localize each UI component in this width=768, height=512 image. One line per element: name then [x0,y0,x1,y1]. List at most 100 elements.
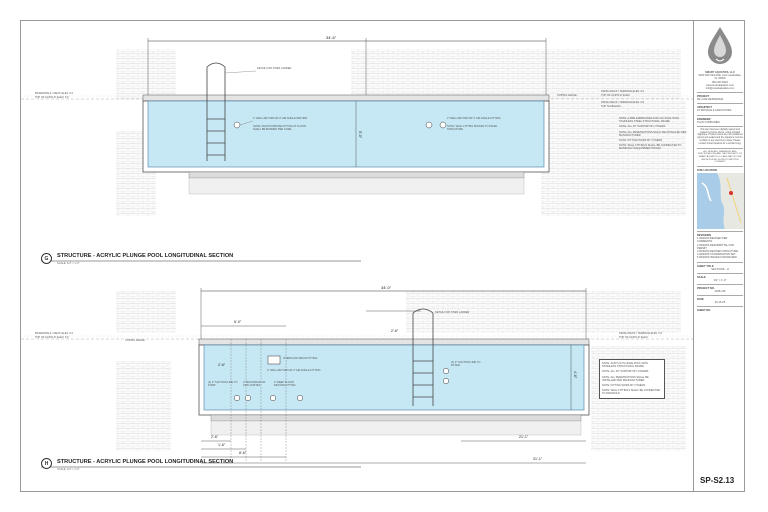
h-dim-4: 1'-6" [218,443,226,447]
project-label: PROJECT [697,95,710,99]
h-callout-1: 2" WALL RETURN W/ 3" AIR ANGLE FITTING [267,369,321,372]
h-callout-4: 2" DEEP FLOOR RETURN FITTING [274,381,296,388]
h-left-elev-1: BOARDWALK / DECK ELEV. 0.0 [35,332,74,335]
section-h-scale: SCALE: 1/4" = 1'-0" [57,468,80,471]
h-callout-5: (1) 2" SUCTION LINE TO FILTER [451,361,481,368]
engineer-label: ENGINEER [697,117,711,121]
h-dim-2: 2'-6" [218,363,226,367]
drawing-sheet: BOARDWALK / DECK ELEV. 0.0 TOP OF ACRYLI… [20,20,745,492]
sheet-title: SECTIONS - H [711,267,729,271]
section-h-marker: H [41,458,52,469]
g-wall-right-upper [351,49,681,99]
h-dim-3: 2'-6" [211,435,219,439]
g-coping-label: COPING LEDGE [557,94,577,97]
h-dim-8: 31'-1" [533,457,543,461]
section-g-marker: G [41,253,52,264]
h-coping-label: COPING LEDGE [125,339,145,342]
h-depth-dim: 4'-6" [573,371,577,379]
revision-3: 3 00/00/00 REVISED STRUCTURE [697,249,739,253]
g-stair-ladder [206,62,226,161]
g-note-4: NOTE: FITTING WORK BY OTHERS [619,139,663,143]
revision-5: 5 00/00/00 ISSUED FOR REVIEW [697,256,737,260]
drawing-area: BOARDWALK / DECK ELEV. 0.0 TOP OF ACRYLI… [21,21,693,491]
h-dim-5: 2'-6" [391,329,399,333]
g-wall-right [541,101,686,216]
g-notes: NOTE: A PRE-FABRICATED ACRYLIC POOL WITH… [619,117,687,151]
g-note-5: NOTE: WALL FITTINGS SHALL BE CONNECTED T… [619,144,682,151]
h-left-elev-2: TOP OF ACRYLIC ELEV. 0.0 [35,336,69,339]
company-line-3: www.smartaquatics.com [706,83,734,87]
title-block: SMART AQUATICS, LLC 5200 NW 33rd AVE, Fo… [693,21,744,491]
h-right-elev-1: FINISH DECK / TERRACE ELEV. 0.0 [619,332,663,335]
g-right-elev-3: FINISH DECK / TERRACE ELEV. 0.0 [601,101,645,104]
architect-name: AT PRIVACE & ASSOCIATES [697,109,732,113]
g-overall-dim: 34'-6" [326,35,337,40]
date-value: 00-15-25 [714,301,726,305]
g-left-elev-1: BOARDWALK / DECK ELEV. 0.0 [35,92,74,95]
project-name: 99 LUXE RESIDENCE [697,98,724,102]
h-wall-left-upper [116,291,176,333]
section-drawings-svg [21,38,693,468]
g-pool-water [147,100,545,168]
g-callout-4: NOTE: WALL FITTING BOLTED TO PANEL STRUC… [447,125,498,132]
revision-4: 4 00/00/00 COORDINATION SET [697,253,736,257]
h-overall-dim: 34'-0" [381,285,392,290]
g-right-elev-1: FINISH DECK / TERRACE ELEV. 0.0 [601,90,645,93]
section-h-drawing [21,288,693,464]
company-line-1: 5200 NW 33rd AVE, Fort Lauderdale, FL 33… [698,74,742,81]
date-label: DATE [697,298,704,302]
g-note-3: NOTE: ALL PENETRATIONS SHALL BE INSTALLE… [619,130,687,137]
h-callout-overflow: OVERFLOW DRAIN FITTING [283,357,318,360]
sheet-no-label: SHEET NO. [697,309,711,313]
location-label: SITE LOCATION [697,169,717,173]
h-note-3: NOTE: ALL PENETRATIONS SHALL BE INSTALLE… [602,375,649,382]
h-notes: NOTE: ACRYLIC PLUNGE POOL WITH STAINLESS… [599,359,665,399]
g-depth-dim: 5'-0" [358,131,362,139]
section-g-drawing [21,38,693,216]
architect-label: ARCHITECT [697,106,712,110]
h-callout-2: (1) 2" SUCTION LINE TO PUMP [208,381,238,388]
revision-1: 1 00/00/00 REVISED PER COMMENTS [697,237,728,244]
h-wall-left [116,361,171,451]
company-line-4: info@smartaquatics.com [705,87,735,91]
g-callout-2: NOTE: MULTIPURPOSE FITTING AT FLOOR SHAL… [253,125,307,132]
sheet-title-label: SHEET TITLE [697,264,714,268]
scale-value: 3/4" = 1'-0" [713,278,727,282]
site-location-map [697,173,744,230]
revision-2: 2 00/00/00 RESUBMITTAL FOR PERMIT [697,243,735,250]
company-name: SMART AQUATICS, LLC [705,71,735,74]
h-wall-right-upper [406,291,681,333]
g-note-2: NOTE: ALL FIT SUPPORT BY OTHERS [619,125,666,129]
h-dim-6: 8'-6" [239,451,247,455]
g-callout-1: 2" WALL RETURN W/ 3" AIR ANGLE RETURN [253,117,308,120]
seal-disclaimer: This item has been digitally signed and … [697,128,743,145]
g-callout-3: 2" WALL RETURN W/ 3" AIR ANGLE FITTING [447,117,501,120]
fine-print: ALL DESIGNS, DRAWINGS, AND SPECIFICATION… [697,150,743,164]
h-note-1: NOTE: ACRYLIC PLUNGE POOL WITH STAINLESS… [602,362,649,369]
section-g-scale: SCALE: 1/4" = 1'-0" [57,262,80,265]
sheet-number: SP-S2.13 [700,476,735,485]
h-stair-ladder [412,308,434,406]
h-note-2: NOTE: ALL FIT SUPPORT BY OTHERS [602,370,649,374]
h-dim-1: 6'-0" [234,320,242,324]
h-callout-3: 2" MAIN DRAIN W/ ANTI-VORTEX [243,381,266,388]
g-callout-ladder: DETAIL FOR STAIR LADDER [257,67,292,70]
g-wall-left-upper [116,49,176,99]
section-g-title: STRUCTURE - ACRYLIC PLUNGE POOL LONGITUD… [57,253,234,259]
g-right-elev-4: TOP SLAB ELEV. [601,105,622,108]
project-no: 2025-115 [714,289,726,293]
h-right-elev-2: TOP OF ACRYLIC ELEV. [619,336,649,339]
project-no-label: PROJECT NO. [697,286,715,290]
company-line-2: 954.337.8424 [712,80,728,84]
h-pool-water [203,344,585,411]
scale-label: SCALE [697,275,706,279]
h-note-5: NOTE: WALL FITTINGS SHALL BE CONNECTED T… [602,389,661,396]
revisions-label: REVISIONS [697,234,712,238]
g-note-1: NOTE: A PRE-FABRICATED ACRYLIC POOL WITH… [619,117,680,124]
h-dim-7: 21'-1" [519,435,529,439]
g-left-elev-2: TOP OF ACRYLIC ELEV. 0.0 [35,96,69,99]
section-h-title: STRUCTURE - ACRYLIC PLUNGE POOL LONGITUD… [57,459,234,465]
g-right-elev-2: TOP OF ACRYLIC ELEV. [601,94,631,97]
engineer-name: PLAN COMPANIES [697,120,720,124]
location-pin-icon [729,191,733,196]
